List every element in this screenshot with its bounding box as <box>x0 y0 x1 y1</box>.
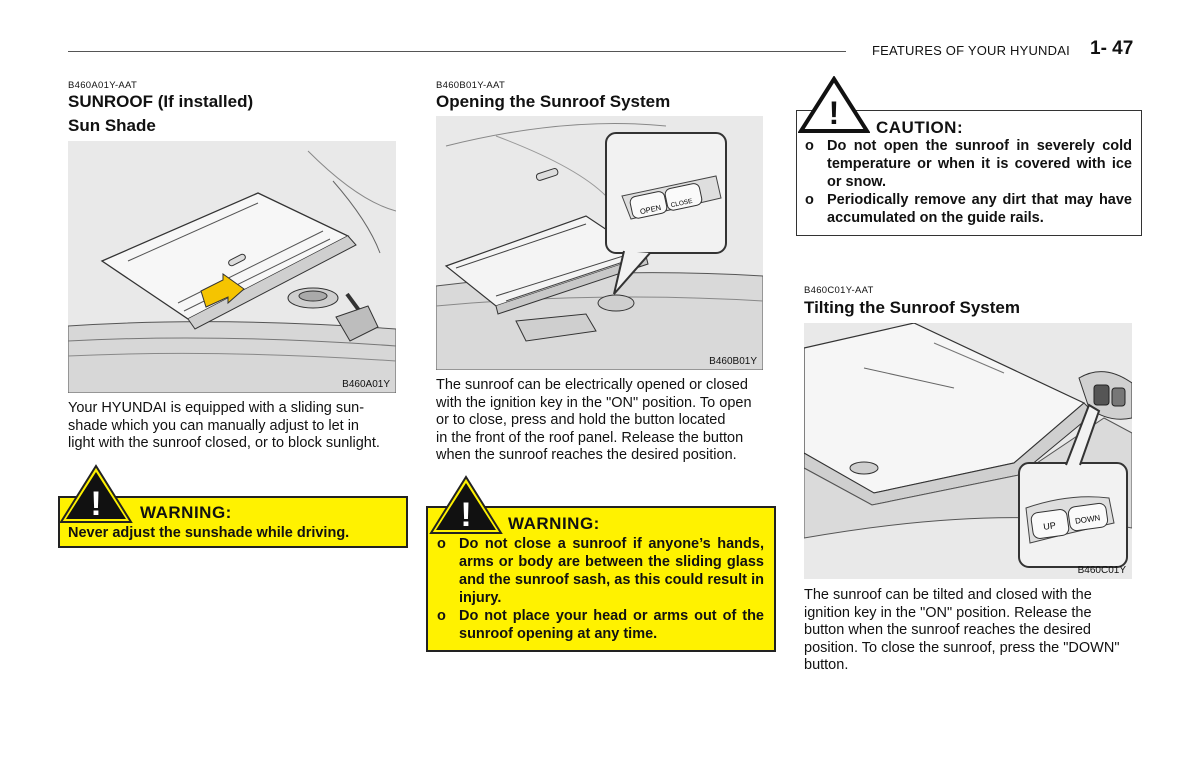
figure-id: B460A01Y <box>342 379 390 390</box>
warning-triangle-icon: ! <box>429 475 503 534</box>
page-number: 1- 47 <box>1090 38 1134 59</box>
body-line: The sunroof can be electrically opened o… <box>436 377 748 393</box>
body-line: button. <box>804 657 849 673</box>
body-line: ignition key in the "ON" position. Relea… <box>804 604 1092 621</box>
tilting-sunroof-figure: UP DOWN B460C01Y <box>804 323 1132 579</box>
warning-title: WARNING: <box>508 514 600 533</box>
caution-triangle-icon: ! <box>798 76 870 133</box>
body-line: Your HYUNDAI is equipped with a sliding … <box>68 400 365 416</box>
up-switch-label: UP <box>1043 520 1057 532</box>
warning-triangle-icon: ! <box>59 464 133 523</box>
figure-id: B460B01Y <box>709 356 757 367</box>
open-switch-label: OPEN <box>639 203 662 216</box>
body-line: in the front of the roof panel. Release … <box>436 429 744 446</box>
section-heading: Opening the Sunroof System <box>436 92 671 111</box>
down-switch-label: DOWN <box>1074 513 1101 525</box>
subsection-heading: Sun Shade <box>68 116 156 135</box>
svg-text:!: ! <box>829 95 840 131</box>
section-code: B460B01Y-AAT <box>436 80 506 91</box>
body-line: The sunroof can be tilted and closed wit… <box>804 587 1092 603</box>
body-line: with the ignition key in the "ON" positi… <box>436 394 752 411</box>
svg-text:!: ! <box>90 485 101 523</box>
section-heading: SUNROOF (If installed) <box>68 92 254 111</box>
bullet: o <box>805 192 814 208</box>
bullet: o <box>437 536 446 552</box>
sunshade-figure: B460A01Y <box>68 141 396 393</box>
body-line: when the sunroof reaches the desired pos… <box>436 447 737 463</box>
header-rule <box>68 51 846 52</box>
section-code: B460C01Y-AAT <box>804 285 874 296</box>
warning-title: WARNING: <box>140 503 232 522</box>
header-title: FEATURES OF YOUR HYUNDAI <box>872 43 1070 58</box>
body-line: shade which you can manually adjust to l… <box>68 417 359 434</box>
close-switch-label: CLOSE <box>670 198 694 210</box>
body-line: position. To close the sunroof, press th… <box>804 639 1120 656</box>
figure-id: B460C01Y <box>1077 565 1126 576</box>
warning-text: Never adjust the sunshade while driving. <box>68 525 350 541</box>
body-text: Your HYUNDAI is equipped with a sliding … <box>68 400 396 453</box>
body-line: light with the sunroof closed, or to blo… <box>68 435 380 451</box>
bullet: o <box>805 138 814 154</box>
body-text: The sunroof can be tilted and closed wit… <box>804 587 1132 675</box>
bullet: o <box>437 608 446 624</box>
body-line: button when the sunroof reaches the desi… <box>804 622 1091 638</box>
caution-title: CAUTION: <box>876 118 964 137</box>
section-code: B460A01Y-AAT <box>68 80 138 91</box>
svg-text:!: ! <box>460 496 471 534</box>
body-text: The sunroof can be electrically opened o… <box>436 377 763 465</box>
section-heading: Tilting the Sunroof System <box>804 298 1020 317</box>
opening-sunroof-figure: OPEN CLOSE B460B01Y <box>436 116 763 370</box>
body-line: or to close, press and hold the button l… <box>436 412 726 428</box>
